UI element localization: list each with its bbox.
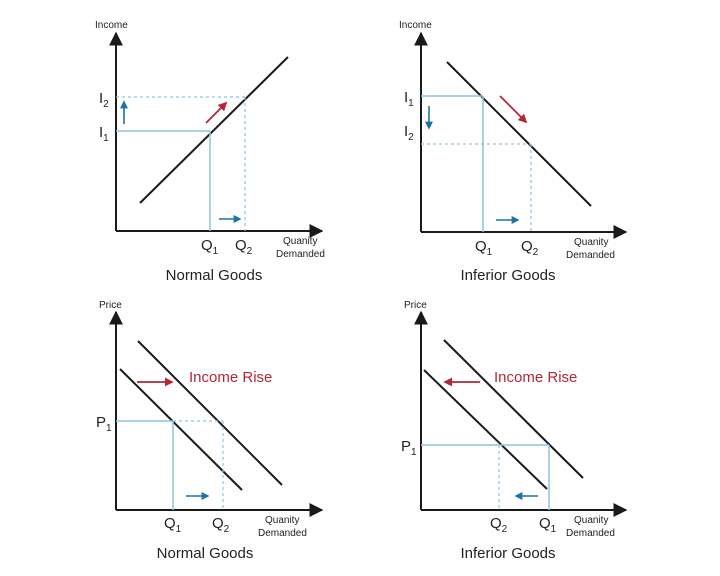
demand-curve-original bbox=[119, 368, 243, 491]
y-axis-title: Price bbox=[99, 300, 122, 311]
x-label-q1: Q1 bbox=[201, 237, 219, 257]
y-axis-title: Income bbox=[399, 20, 432, 31]
y-label-i2: I2 bbox=[99, 90, 109, 110]
panel-inferior-goods-price: Price Quanity Demanded Income Rise P1 Q2… bbox=[401, 300, 628, 562]
curve-movement-arrow bbox=[205, 101, 228, 124]
panel-caption: Normal Goods bbox=[166, 267, 263, 284]
x-axis-title-line-1: Quanity bbox=[574, 237, 608, 248]
y-label-i1: I1 bbox=[99, 124, 109, 144]
x-axis-title-line-1: Quanity bbox=[265, 515, 299, 526]
y-axis-title: Price bbox=[404, 300, 427, 311]
y-label-i2: I2 bbox=[404, 123, 414, 143]
x-label-q2: Q2 bbox=[490, 515, 508, 535]
panel-caption: Normal Goods bbox=[157, 545, 254, 562]
x-label-q1: Q1 bbox=[475, 238, 493, 258]
income-expansion-curve bbox=[139, 56, 289, 204]
y-label-p1: P1 bbox=[96, 414, 112, 434]
x-axis-title-line-2: Demanded bbox=[566, 528, 615, 539]
income-expansion-curve bbox=[446, 61, 592, 207]
x-label-q2: Q2 bbox=[235, 237, 253, 257]
x-axis-title-line-2: Demanded bbox=[276, 249, 325, 260]
income-rise-label: Income Rise bbox=[494, 369, 577, 386]
y-label-p1: P1 bbox=[401, 438, 417, 458]
x-axis-title-line-2: Demanded bbox=[258, 528, 307, 539]
demand-curve-shifted bbox=[137, 340, 283, 486]
income-rise-label: Income Rise bbox=[189, 369, 272, 386]
x-label-q1: Q1 bbox=[539, 515, 557, 535]
demand-curve-shifted bbox=[423, 369, 548, 490]
x-label-q2: Q2 bbox=[212, 515, 230, 535]
panel-caption: Inferior Goods bbox=[460, 267, 555, 284]
x-axis-title-line-2: Demanded bbox=[566, 250, 615, 261]
x-axis-title-line-1: Quanity bbox=[283, 236, 317, 247]
y-axis-title: Income bbox=[95, 20, 128, 31]
x-axis-title-line-1: Quanity bbox=[574, 515, 608, 526]
curve-movement-arrow bbox=[499, 95, 528, 124]
panel-normal-goods-price: Price Quanity Demanded Income Rise P1 Q1… bbox=[96, 300, 324, 562]
panel-normal-goods-income: Income Quanity Demanded I2 I1 Q1 Q2 Norm… bbox=[95, 20, 325, 284]
panel-inferior-goods-income: Income Quanity Demanded I1 I2 Q1 Q2 Infe… bbox=[399, 20, 628, 284]
y-label-i1: I1 bbox=[404, 89, 414, 109]
x-label-q1: Q1 bbox=[164, 515, 182, 535]
demand-curve-original bbox=[443, 339, 584, 479]
x-label-q2: Q2 bbox=[521, 238, 539, 258]
panel-caption: Inferior Goods bbox=[460, 545, 555, 562]
